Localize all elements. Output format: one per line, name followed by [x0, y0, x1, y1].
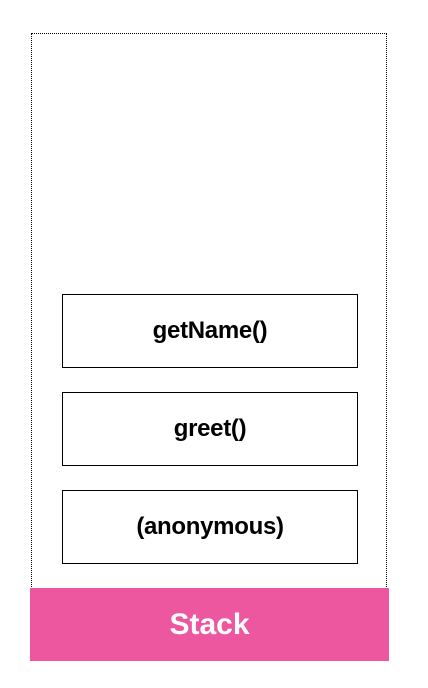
stack-frame-getname: getName(): [62, 294, 358, 368]
stack-frame-label: greet(): [173, 415, 247, 442]
stack-frame-label: (anonymous): [136, 513, 284, 540]
call-stack-container: [31, 33, 387, 589]
stack-base-label-bar: Stack: [30, 588, 389, 661]
stack-frame-label: getName(): [152, 317, 268, 344]
stack-frame-anonymous: (anonymous): [62, 490, 358, 564]
stack-frame-greet: greet(): [62, 392, 358, 466]
stack-title: Stack: [169, 607, 250, 641]
